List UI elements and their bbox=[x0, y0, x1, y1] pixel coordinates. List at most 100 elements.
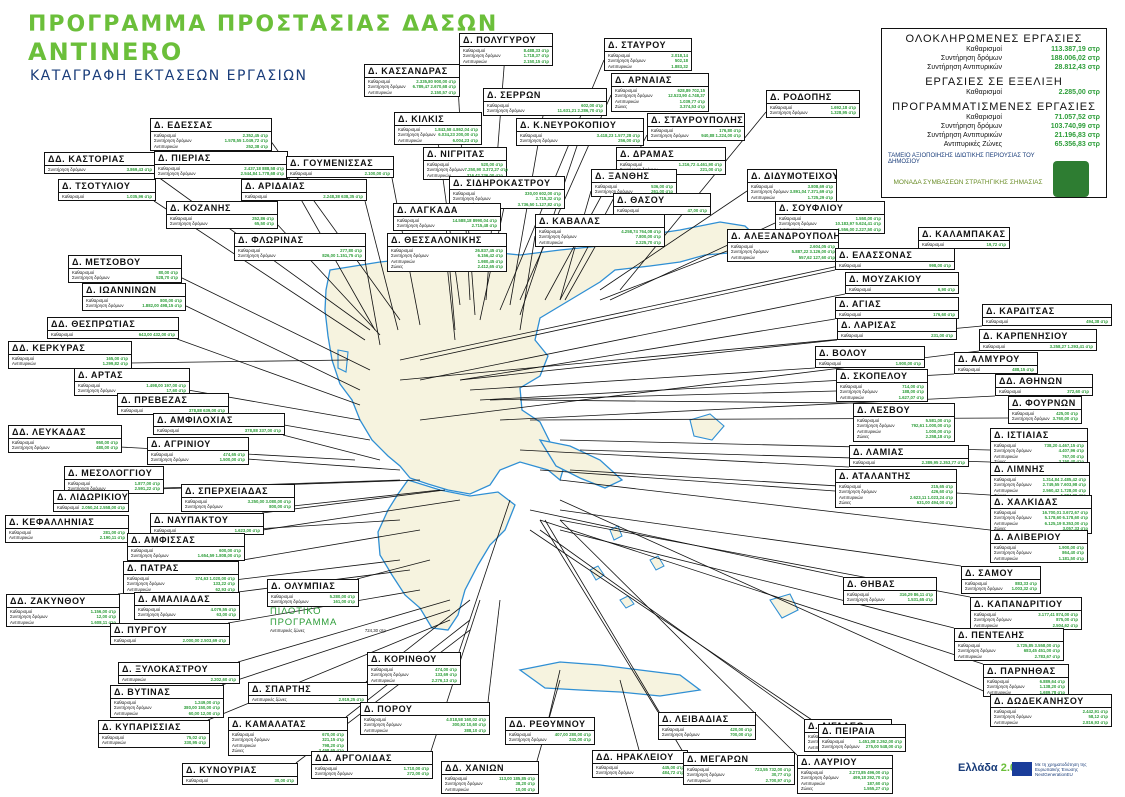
work-type: Συντήρηση δρόμων bbox=[445, 781, 483, 787]
work-area: 6,90 στρ bbox=[937, 287, 955, 292]
work-area: 950,00 στρ bbox=[96, 440, 118, 445]
municipality-name: Δ. ΠΟΡΟΥ bbox=[361, 703, 489, 716]
work-area: 378,88 639,00 στρ bbox=[188, 408, 225, 413]
work-type: Αντιπυρικών bbox=[122, 677, 146, 682]
municipality-name: Δ. ΑΓΡΙΝΙΟΥ bbox=[148, 438, 248, 451]
municipality-name: Δ. ΟΛΥΜΠΙΑΣ bbox=[268, 580, 358, 593]
work-area: 12,00 στρ bbox=[96, 614, 116, 620]
work-type: Συντήρηση δρόμων bbox=[651, 133, 689, 139]
work-area: 188,00 στρ bbox=[902, 389, 924, 395]
leader-line bbox=[246, 458, 401, 471]
work-type: Καθαρισμοί bbox=[857, 418, 880, 423]
work-area: 1.451,08 2.262,00 στρ bbox=[858, 739, 902, 744]
work-area: 215,65 στρ bbox=[931, 484, 953, 489]
row-label: Συντήρηση δρόμων bbox=[940, 123, 1002, 130]
leader-line bbox=[559, 529, 955, 629]
row-value: 2.285,00 στρ bbox=[1058, 89, 1100, 96]
work-type: Συντήρηση δρόμων bbox=[12, 445, 50, 451]
work-type: Συντήρηση δρόμων bbox=[857, 423, 895, 429]
work-type: Καθαρισμοί bbox=[958, 367, 981, 372]
work-row: Αντιπυρικών316,42 236,00 στρ bbox=[427, 173, 503, 178]
leader-line bbox=[539, 519, 659, 713]
work-type: Καθαρισμοί bbox=[958, 643, 981, 648]
municipality-name: Δ. ΣΙΔΗΡΟΚΑΣΤΡΟΥ bbox=[450, 177, 564, 190]
municipality-name: Δ. ΝΙΓΡΙΤΑΣ bbox=[424, 148, 506, 161]
work-area: 3.057,33 στρ bbox=[1062, 526, 1088, 532]
work-area: 1.039,77 στρ bbox=[679, 98, 705, 104]
work-type: Αντιπυρικών bbox=[9, 535, 33, 541]
leader-line bbox=[519, 399, 854, 404]
work-area: 494,38 στρ bbox=[1086, 319, 1108, 324]
municipality-name: Δ. ΑΤΑΛΑΝΤΗΣ bbox=[836, 470, 956, 483]
municipality-name: Δ. ΚΥΝΟΥΡΙΑΣ bbox=[183, 764, 297, 777]
work-area: 5.178,60 6.178,60 στρ bbox=[1044, 515, 1088, 521]
municipality-name: Δ. ΣΕΡΡΩΝ bbox=[484, 89, 606, 102]
mainland-greece bbox=[324, 221, 799, 697]
work-type: Συντήρηση δρόμων bbox=[68, 486, 106, 492]
work-area: 1.689,78 στρ bbox=[1039, 689, 1065, 695]
work-area: 738,20 4.467,15 στρ bbox=[1044, 443, 1084, 448]
work-area: 1.843,58 4.862,04 στρ bbox=[434, 127, 478, 132]
work-type: Αντιπυρικών bbox=[398, 137, 422, 143]
work-type: Καθαρισμοί bbox=[10, 609, 33, 614]
work-type: Συντήρηση δρόμων bbox=[10, 614, 48, 620]
work-type: Καθαρισμοί bbox=[138, 607, 161, 612]
brand-name: ANTINERO bbox=[28, 38, 184, 66]
work-area: 14.588,18 8990,04 στρ bbox=[452, 218, 497, 223]
work-type: Αντιπυρικών bbox=[539, 239, 563, 245]
crete-outline bbox=[518, 661, 702, 697]
work-type: Καθαρισμοί bbox=[62, 194, 85, 199]
work-type: Καθαρισμοί bbox=[751, 184, 774, 189]
work-type: Αντιπυρικών bbox=[608, 63, 632, 69]
progress-heading: ΕΡΓΑΣΙΕΣ ΣΕ ΕΞΕΛΙΞΗ bbox=[925, 76, 1063, 88]
work-area: 2.248,38 638,35 στρ bbox=[323, 194, 363, 199]
work-area: 474,65 στρ bbox=[223, 452, 245, 457]
work-area: 474,00 στρ bbox=[435, 667, 457, 672]
municipality-name: Δ. ΑΓΙΑΣ bbox=[836, 298, 958, 311]
work-type: Ζώνες bbox=[391, 264, 404, 270]
municipality-name: Δ. ΕΛΑΣΣΟΝΑΣ bbox=[836, 249, 954, 262]
work-type: Συντήρηση δρόμων bbox=[232, 737, 270, 743]
work-type: Καθαρισμοί bbox=[151, 452, 174, 457]
municipality-name: Δ. ΛΕΙΒΑΔΙΑΣ bbox=[659, 713, 755, 726]
corfu-outline bbox=[337, 349, 349, 373]
work-area: 256,00 στρ bbox=[618, 138, 640, 144]
municipality-name: Δ. ΛΕΣΒΟΥ bbox=[854, 404, 954, 417]
leader-line bbox=[489, 390, 837, 401]
work-area: 63,00 στρ bbox=[216, 612, 236, 618]
municipality-name: Δ. ΡΟΔΟΠΗΣ bbox=[767, 91, 859, 104]
municipality-name: Δ. ΠΕΙΡΑΙΑ bbox=[819, 725, 905, 738]
municipality-name: Δ. ΝΑΥΠΑΚΤΟΥ bbox=[151, 514, 263, 527]
municipality-name: ΔΔ. ΗΡΑΚΛΕΙΟΥ bbox=[593, 751, 687, 764]
work-area: 2.437,18 888,58 στρ bbox=[244, 166, 284, 171]
